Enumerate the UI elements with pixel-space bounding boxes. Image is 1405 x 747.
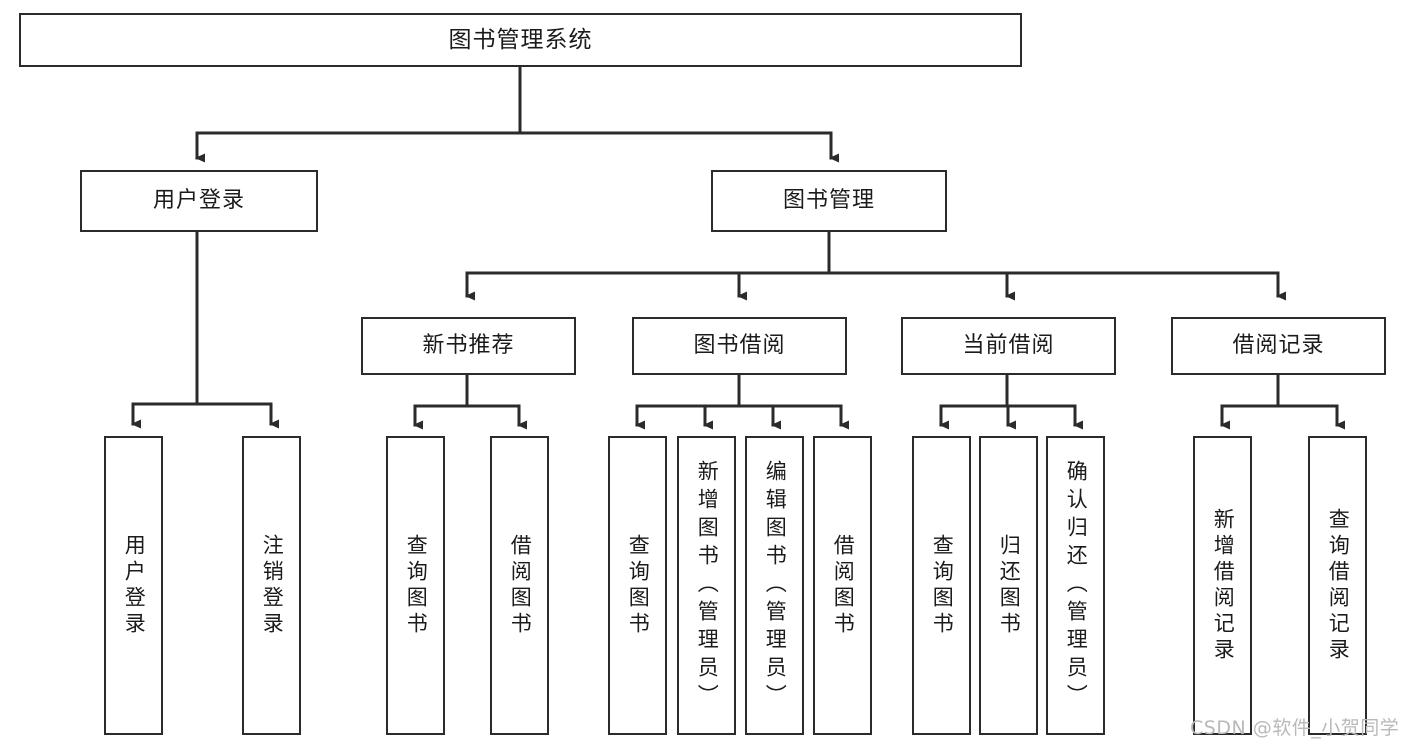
node-new-book-recommend[interactable]: 新书推荐 (361, 317, 576, 375)
leaf-add-record[interactable]: 新增借阅记录 (1193, 436, 1252, 735)
leaf-confirm-return-label: 确认归还（管理员） (1064, 459, 1089, 712)
leaf-query-book-2[interactable]: 查询图书 (608, 436, 667, 735)
leaf-borrow-book-2[interactable]: 借阅图书 (813, 436, 872, 735)
node-user-login-label: 用户登录 (152, 188, 245, 213)
leaf-edit-book[interactable]: 编辑图书（管理员） (745, 436, 804, 735)
leaf-user-login[interactable]: 用户登录 (104, 436, 163, 735)
node-current-borrow[interactable]: 当前借阅 (901, 317, 1116, 375)
leaf-add-record-label: 新增借阅记录 (1211, 507, 1236, 664)
node-root-label: 图书管理系统 (448, 26, 593, 53)
leaf-query-book-1-label: 查询图书 (404, 533, 429, 638)
csdn-watermark: CSDN @软件_小贺同学 (1190, 717, 1400, 739)
leaf-query-record[interactable]: 查询借阅记录 (1308, 436, 1367, 735)
leaf-query-record-label: 查询借阅记录 (1326, 507, 1351, 664)
leaf-borrow-book-1[interactable]: 借阅图书 (490, 436, 549, 735)
leaf-return-book-label: 归还图书 (997, 533, 1022, 638)
leaf-borrow-book-2-label: 借阅图书 (831, 533, 856, 638)
leaf-query-book-3-label: 查询图书 (930, 533, 955, 638)
node-borrow-record[interactable]: 借阅记录 (1171, 317, 1386, 375)
leaf-query-book-1[interactable]: 查询图书 (386, 436, 445, 735)
node-new-book-recommend-label: 新书推荐 (422, 333, 515, 358)
leaf-borrow-book-1-label: 借阅图书 (508, 533, 533, 638)
node-book-management[interactable]: 图书管理 (711, 170, 947, 232)
node-book-borrow-label: 图书借阅 (693, 333, 786, 358)
leaf-query-book-3[interactable]: 查询图书 (912, 436, 971, 735)
node-current-borrow-label: 当前借阅 (962, 333, 1055, 358)
node-root[interactable]: 图书管理系统 (19, 13, 1022, 67)
leaf-logout-login-label: 注销登录 (260, 533, 285, 638)
leaf-edit-book-label: 编辑图书（管理员） (763, 459, 788, 712)
leaf-add-book[interactable]: 新增图书（管理员） (677, 436, 736, 735)
leaf-logout-login[interactable]: 注销登录 (242, 436, 301, 735)
leaf-return-book[interactable]: 归还图书 (979, 436, 1038, 735)
leaf-confirm-return[interactable]: 确认归还（管理员） (1046, 436, 1105, 735)
node-book-management-label: 图书管理 (782, 188, 875, 213)
leaf-query-book-2-label: 查询图书 (626, 533, 651, 638)
node-borrow-record-label: 借阅记录 (1232, 333, 1325, 358)
node-book-borrow[interactable]: 图书借阅 (632, 317, 847, 375)
leaf-user-login-label: 用户登录 (122, 533, 147, 638)
node-user-login[interactable]: 用户登录 (80, 170, 318, 232)
leaf-add-book-label: 新增图书（管理员） (695, 459, 720, 712)
